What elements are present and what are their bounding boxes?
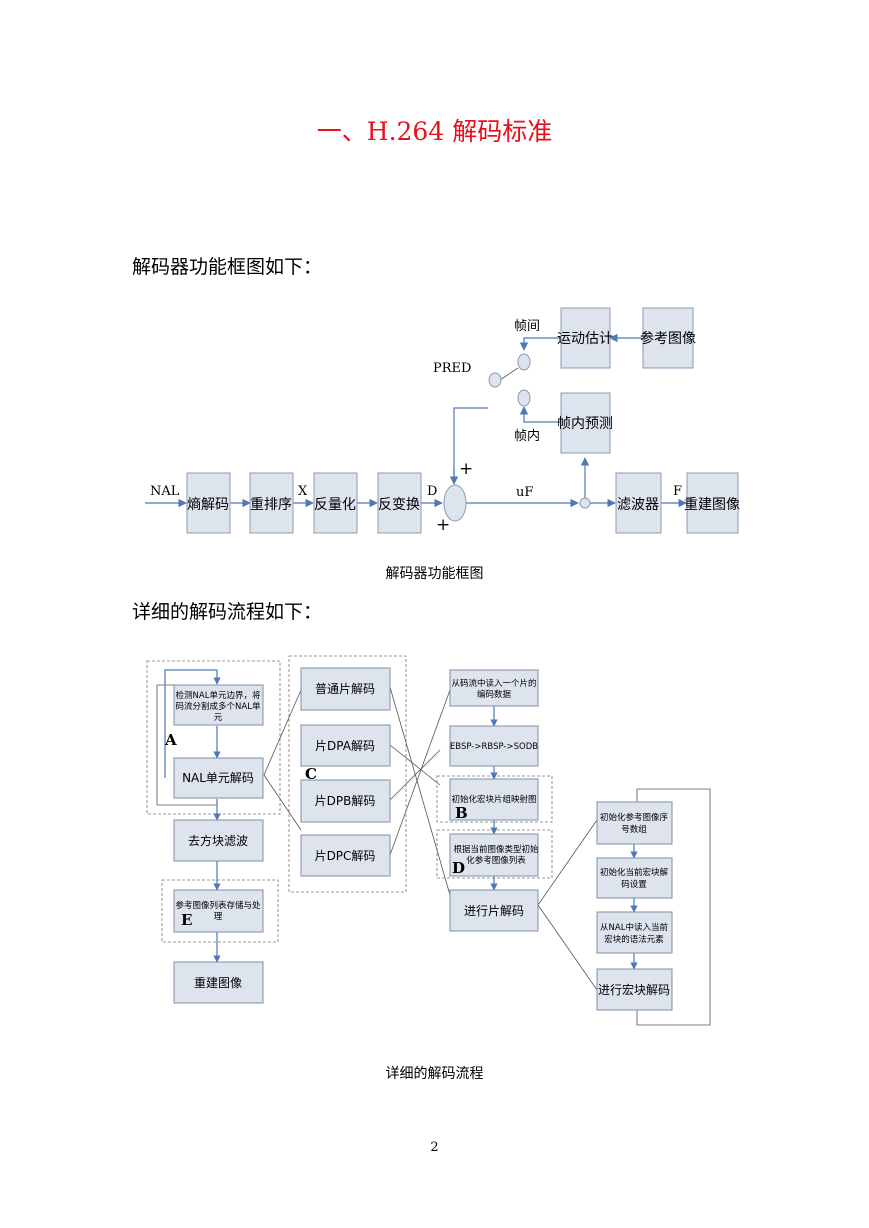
flow-init-mb-map: 初始化宏块片组映射图 [451, 794, 536, 805]
flow-ref-list-l2: 理 [214, 912, 223, 922]
flow-init-mb-l1: 初始化当前宏块解 [600, 867, 669, 878]
box-reference-image: 参考图像 [640, 330, 696, 347]
flow-reconstruct: 重建图像 [194, 976, 242, 990]
flow-init-mb-l2: 码设置 [621, 879, 647, 890]
box-inverse-transform: 反变换 [378, 496, 420, 513]
label-plus-top: + [459, 459, 473, 479]
label-plus-bottom: + [436, 515, 450, 535]
box-motion-estimation: 运动估计 [557, 331, 613, 347]
flow-init-ref-l2: 化参考图像列表 [466, 855, 526, 866]
box-entropy-decode: 熵解码 [187, 497, 229, 513]
flow-read-syntax-l1: 从NAL中读入当前 [600, 922, 668, 933]
flow-init-ref-idx-l2: 号数组 [621, 824, 647, 835]
flow-read-slice-l2: 编码数据 [477, 689, 512, 700]
intro-flow: 详细的解码流程如下： [132, 601, 323, 623]
label-inter: 帧间 [514, 319, 540, 334]
flow-ref-list-l1: 参考图像列表存储与处 [175, 900, 261, 911]
flow-read-syntax-l2: 宏块的语法元素 [604, 934, 664, 945]
decoding-flow-diagram: 检测NAL单元边界，将 码流分割成多个NAL单 元 A NAL单元解码 去方块滤… [146, 655, 711, 1026]
label-d: D [427, 484, 437, 499]
flow-label-b: B [455, 804, 468, 822]
flow-dpb: 片DPB解码 [315, 794, 376, 808]
label-pred: PRED [433, 361, 471, 376]
flow-detect-nal-l3: 元 [214, 713, 223, 723]
flow-read-slice-l1: 从码流中读入一个片的 [451, 678, 536, 689]
intro-block-diagram: 解码器功能框图如下： [132, 256, 323, 278]
group-e-border [161, 879, 279, 943]
flow-label-d: D [452, 859, 465, 877]
box-reconstruct: 重建图像 [684, 497, 740, 513]
flow-nal-decode: NAL单元解码 [182, 771, 254, 785]
page-title: 一、H.264 解码标准 [316, 117, 553, 146]
box-intra-prediction: 帧内预测 [557, 416, 613, 432]
flow-normal-slice: 普通片解码 [315, 682, 375, 696]
flow-label-e: E [181, 911, 192, 929]
flow-dpa: 片DPA解码 [315, 739, 375, 753]
page-number: 2 [430, 1140, 439, 1155]
label-intra: 帧内 [514, 428, 540, 444]
flow-init-ref-l1: 根据当前图像类型初始 [453, 844, 539, 855]
flow-slice-decode: 进行片解码 [464, 904, 524, 918]
label-nal: NAL [150, 484, 180, 499]
flow-mb-decode: 进行宏块解码 [598, 982, 670, 997]
box-reorder: 重排序 [250, 497, 292, 513]
label-f: F [673, 484, 682, 499]
caption-flow: 详细的解码流程 [385, 1066, 484, 1082]
flow-detect-nal-l2: 码流分割成多个NAL单 [176, 701, 261, 712]
group-c-border [288, 655, 407, 893]
box-dequantize: 反量化 [314, 497, 356, 513]
flow-dpc: 片DPC解码 [315, 849, 376, 863]
flow-ebsp: EBSP->RBSP->SODB [450, 742, 538, 752]
label-uf: uF [516, 485, 533, 500]
flow-init-ref-idx-l1: 初始化参考图像序 [600, 812, 669, 823]
flow-detect-nal-l1: 检测NAL单元边界，将 [176, 690, 261, 701]
flow-deblock: 去方块滤波 [188, 833, 248, 848]
caption-block-diagram: 解码器功能框图 [385, 566, 484, 582]
label-x: X [298, 484, 308, 499]
flow-label-c: C [305, 765, 317, 783]
flow-label-a: A [164, 731, 177, 749]
box-filter: 滤波器 [617, 497, 659, 513]
decoder-block-diagram: NAL 熵解码 重排序 X 反量化 反变换 D + + uF 滤波器 F 重建图… [145, 307, 740, 535]
